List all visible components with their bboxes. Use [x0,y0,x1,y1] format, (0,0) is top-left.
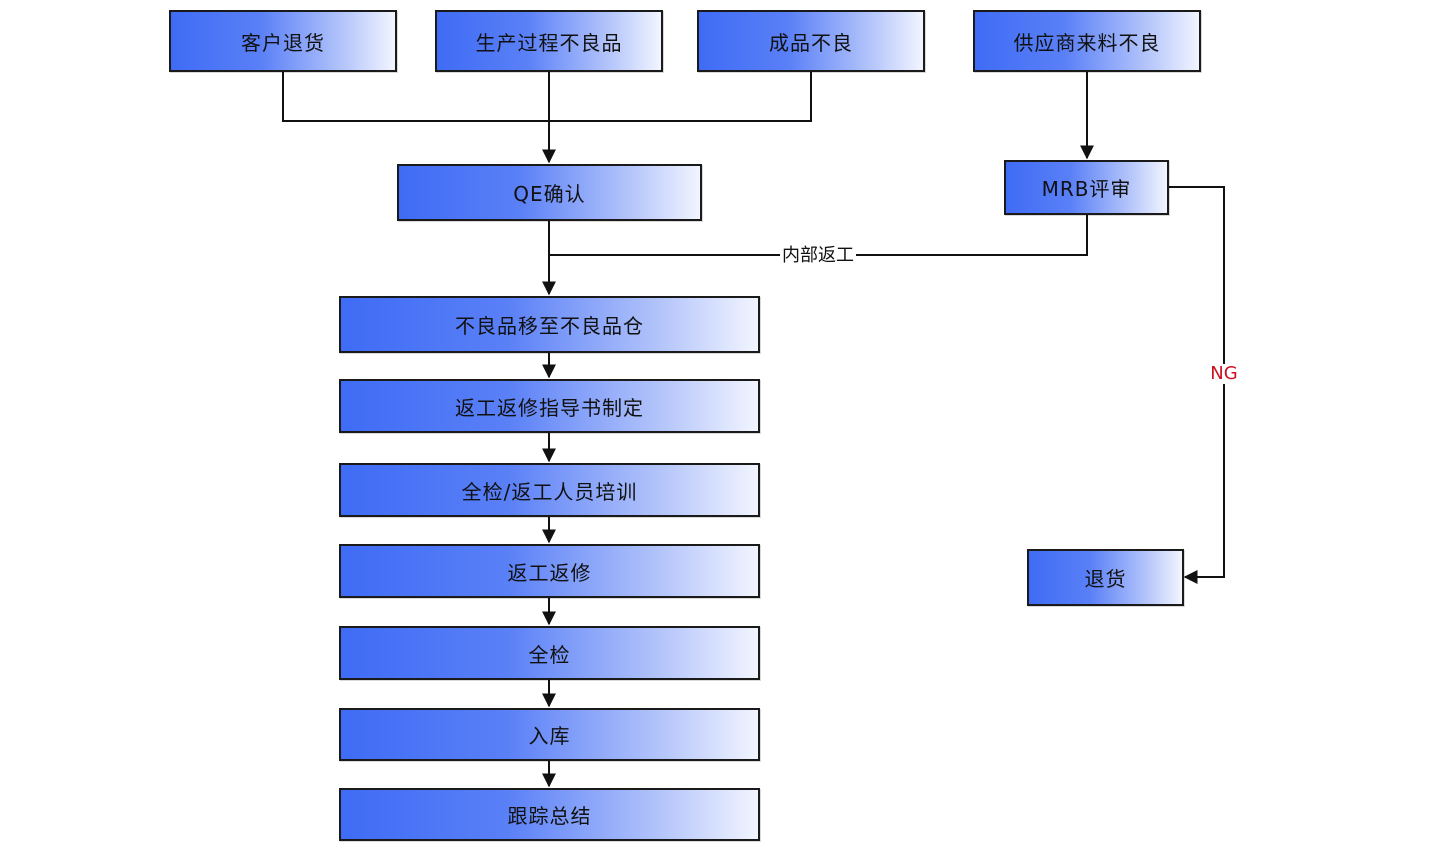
edge-label-internal-rework: 内部返工 [780,245,856,266]
node-training: 全检/返工人员培训 [339,463,760,517]
node-qe-confirm: QE确认 [397,164,702,221]
node-warehousing: 入库 [339,708,760,761]
node-customer-return: 客户退货 [169,10,397,72]
node-full-inspection: 全检 [339,626,760,680]
node-finished-defect: 成品不良 [697,10,925,72]
node-move-to-defect-warehouse: 不良品移至不良品仓 [339,296,760,353]
connector-mrb-internal-rework [549,214,1088,256]
node-rework: 返工返修 [339,544,760,598]
node-follow-up-summary: 跟踪总结 [339,788,760,841]
connector-customer-return [282,71,549,122]
node-mrb-review: MRB评审 [1004,160,1169,215]
edge-label-ng: NG [1208,363,1240,384]
node-process-defect: 生产过程不良品 [435,10,663,72]
node-return-goods: 退货 [1027,549,1184,606]
node-rework-instruction: 返工返修指导书制定 [339,379,760,433]
connector-finished-defect [549,71,812,122]
node-supplier-defect: 供应商来料不良 [973,10,1201,72]
